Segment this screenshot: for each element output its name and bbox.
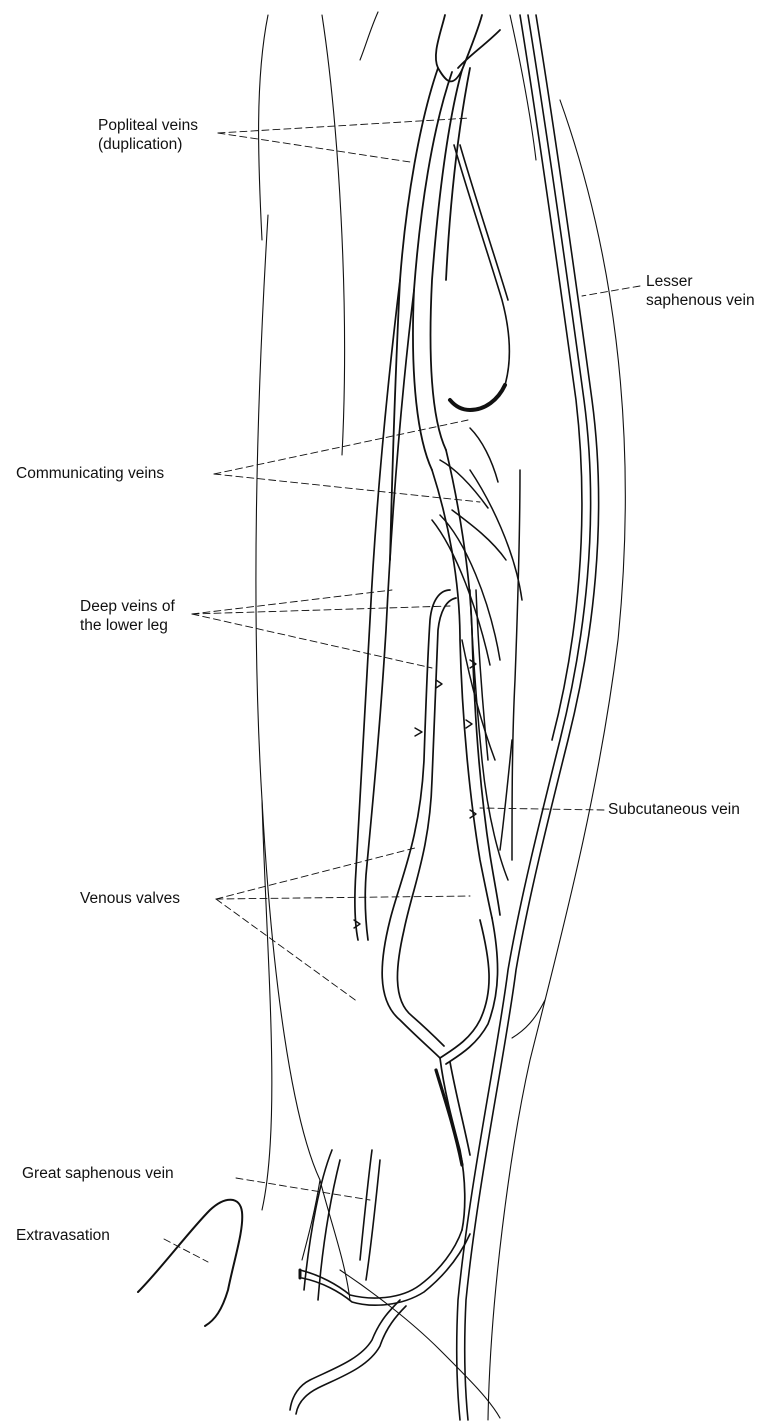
popliteal-veins xyxy=(390,15,500,560)
label-valves-text: Venous valves xyxy=(80,889,180,908)
great-saphenous-vein xyxy=(290,1150,470,1414)
label-deep-line2: the lower leg xyxy=(80,616,175,635)
label-subcutaneous-vein: Subcutaneous vein xyxy=(608,800,740,819)
label-deep-line1: Deep veins of xyxy=(80,597,175,616)
deep-veins xyxy=(355,280,500,1230)
label-communicating-text: Communicating veins xyxy=(16,464,164,483)
label-lesser-line2: saphenous vein xyxy=(646,291,755,310)
label-extravasation-text: Extravasation xyxy=(16,1226,110,1245)
label-popliteal-veins: Popliteal veins (duplication) xyxy=(98,116,198,154)
label-venous-valves: Venous valves xyxy=(80,889,180,908)
label-extravasation: Extravasation xyxy=(16,1226,110,1245)
extravasation-shape xyxy=(138,1200,242,1326)
leg-outline xyxy=(256,12,625,1420)
label-popliteal-line2: (duplication) xyxy=(98,135,198,154)
label-lesser-saphenous-vein: Lesser saphenous vein xyxy=(646,272,755,310)
label-popliteal-line1: Popliteal veins xyxy=(98,116,198,135)
communicating-veins-mid xyxy=(432,428,522,665)
label-communicating-veins: Communicating veins xyxy=(16,464,164,483)
subcutaneous-vein xyxy=(462,470,520,880)
label-great-saphenous-text: Great saphenous vein xyxy=(22,1164,174,1183)
label-deep-veins: Deep veins of the lower leg xyxy=(80,597,175,635)
label-subcutaneous-text: Subcutaneous vein xyxy=(608,800,740,819)
label-lesser-line1: Lesser xyxy=(646,272,755,291)
communicating-vein-upper xyxy=(450,145,509,410)
label-great-saphenous-vein: Great saphenous vein xyxy=(22,1164,174,1183)
